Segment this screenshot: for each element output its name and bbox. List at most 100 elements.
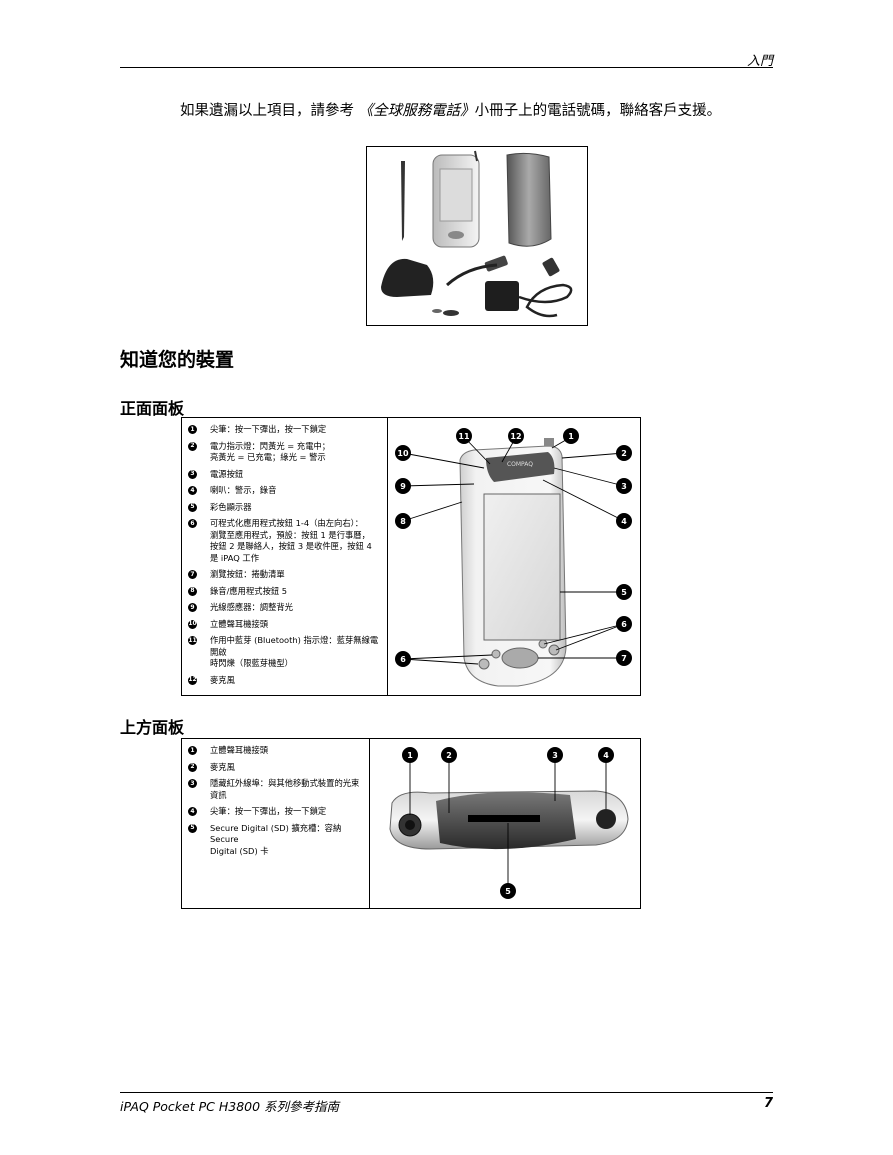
legend-text: 電源按鈕 (210, 468, 244, 479)
svg-text:5: 5 (505, 887, 511, 896)
ac-adapter-shape (485, 281, 519, 311)
svg-text:6: 6 (400, 655, 406, 664)
callout-markers: 11 12 1 10 2 9 3 8 4 5 6 6 7 (395, 428, 632, 667)
app-button-3-shape (538, 639, 548, 649)
callout-6-right (616, 616, 632, 632)
app-button-1-shape (478, 658, 490, 670)
callout-7 (616, 650, 632, 666)
callout-1 (563, 428, 579, 444)
legend-number: 2 (188, 441, 197, 451)
svg-text:4: 4 (621, 517, 627, 526)
legend-text: 光線感應器：調整背光 (210, 602, 293, 612)
legend-number: 5 (188, 502, 197, 512)
svg-text:2: 2 (621, 449, 627, 458)
legend-number: 9 (188, 603, 197, 612)
intro-book-title: 《全球服務電話》 (358, 103, 475, 119)
callout-8 (395, 513, 411, 529)
legend-number: 6 (188, 519, 197, 528)
list-item: 4 喇叭：警示，錄音 (188, 485, 381, 497)
intro-text-before: 如果遺漏以上項目，請參考 (180, 103, 359, 119)
legend-number: 2 (188, 762, 197, 772)
list-item: 2 麥克風 (188, 762, 363, 774)
nav-button-shape (501, 647, 539, 669)
front-panel-figure: COMPAQ (388, 418, 640, 695)
top-panel-title: 上方面板 (120, 718, 185, 737)
list-item: 8 錄音/應用程式按鈕 5 (188, 586, 381, 598)
stylus-shape (401, 161, 405, 241)
list-item: 1 尖筆：按一下彈出，按一下鎖定 (188, 424, 381, 436)
svg-text:3: 3 (621, 482, 627, 491)
callout-5 (616, 584, 632, 600)
svg-text:7: 7 (621, 654, 627, 663)
legend-text: 尖筆：按一下彈出，按一下鎖定 (210, 424, 327, 434)
callout-3 (547, 747, 563, 763)
app-button-2-shape (491, 649, 501, 659)
list-item: 6 可程式化應用程式按鈕 1-4（由左向右）： 瀏覽至應用程式，預設：按鈕 1 是… (188, 518, 381, 564)
screen-shape (483, 493, 561, 641)
front-panel-table: 1 尖筆：按一下彈出，按一下鎖定 2 電力指示燈：閃黃光 = 充電中； 亮黃光 = … (181, 417, 641, 696)
header-chapter: 入門 (746, 54, 773, 69)
package-contents-illustration (381, 150, 573, 318)
svg-text:2: 2 (446, 751, 452, 760)
front-panel-title: 正面面板 (120, 399, 185, 418)
legend-number: 8 (188, 586, 197, 596)
page-number: 7 (763, 1096, 773, 1111)
package-contents-figure (366, 146, 588, 326)
legend-text: 麥克風 (210, 761, 235, 772)
legend-text: 隱藏紅外線埠：與其他移動式裝置的光束 資訊 (210, 778, 360, 800)
leader-lines (402, 436, 625, 665)
svg-text:1: 1 (407, 751, 413, 760)
pocketpc-nav-shape (448, 231, 464, 239)
header-rule (120, 67, 773, 68)
legend-text: 作用中藍芽 (Bluetooth) 指示燈：藍芽無線電開啟 時閃爍（限藍芽機型） (210, 635, 379, 668)
legend-number: 4 (188, 486, 197, 495)
svg-text:11: 11 (458, 432, 470, 441)
stylus-end-shape (596, 809, 616, 829)
callout-10 (395, 445, 411, 461)
sync-adapter-shape (542, 257, 560, 277)
callout-4 (616, 513, 632, 529)
callout-12 (508, 428, 524, 444)
cradle-shape (381, 258, 434, 297)
legend-text: 錄音/應用程式按鈕 5 (210, 585, 288, 596)
callout-1 (402, 747, 418, 763)
legend-text: 電力指示燈：閃黃光 = 充電中； 亮黃光 = 已充電；綠光 = 警示 (210, 440, 331, 463)
svg-text:9: 9 (400, 482, 406, 491)
list-item: 10 立體聲耳機接頭 (188, 619, 381, 631)
front-panel-legend: 1 尖筆：按一下彈出，按一下鎖定 2 電力指示燈：閃黃光 = 充電中； 亮黃光 = … (182, 418, 388, 695)
legend-text: 立體聲耳機接頭 (210, 745, 269, 755)
svg-text:12: 12 (510, 432, 521, 441)
front-panel-illustration: COMPAQ (395, 428, 632, 687)
footer-title: iPAQ Pocket PC H3800 系列參考指南 (120, 1099, 340, 1114)
list-item: 2 電力指示燈：閃黃光 = 充電中； 亮黃光 = 已充電；綠光 = 警示 (188, 441, 381, 464)
legend-text: 麥克風 (210, 674, 235, 685)
legend-number: 4 (188, 807, 197, 816)
legend-text: 喇叭：警示，錄音 (210, 485, 277, 495)
stylus-tips-shape (443, 310, 459, 316)
section-title: 知道您的裝置 (120, 349, 235, 371)
intro-paragraph: 如果遺漏以上項目，請參考 《全球服務電話》小冊子上的電話號碼，聯絡客戶支援。 (180, 101, 760, 122)
device-logo-text: COMPAQ (507, 461, 533, 468)
callout-2 (441, 747, 457, 763)
cover-shape (506, 152, 552, 247)
legend-text: 瀏覽按鈕：捲動清單 (210, 569, 285, 579)
legend-number: 1 (188, 425, 197, 434)
legend-text: 可程式化應用程式按鈕 1-4（由左向右）： 瀏覽至應用程式，預設：按鈕 1 是行… (210, 518, 372, 563)
legend-text: 立體聲耳機接頭 (210, 618, 269, 629)
legend-number: 7 (188, 570, 197, 579)
sd-slot-shape (468, 815, 540, 822)
stylus-top-shape (544, 438, 554, 446)
svg-text:4: 4 (603, 751, 609, 760)
callout-2 (616, 445, 632, 461)
legend-number: 5 (188, 823, 197, 833)
callout-11 (456, 428, 472, 444)
legend-number: 10 (188, 619, 197, 629)
svg-text:3: 3 (552, 751, 558, 760)
